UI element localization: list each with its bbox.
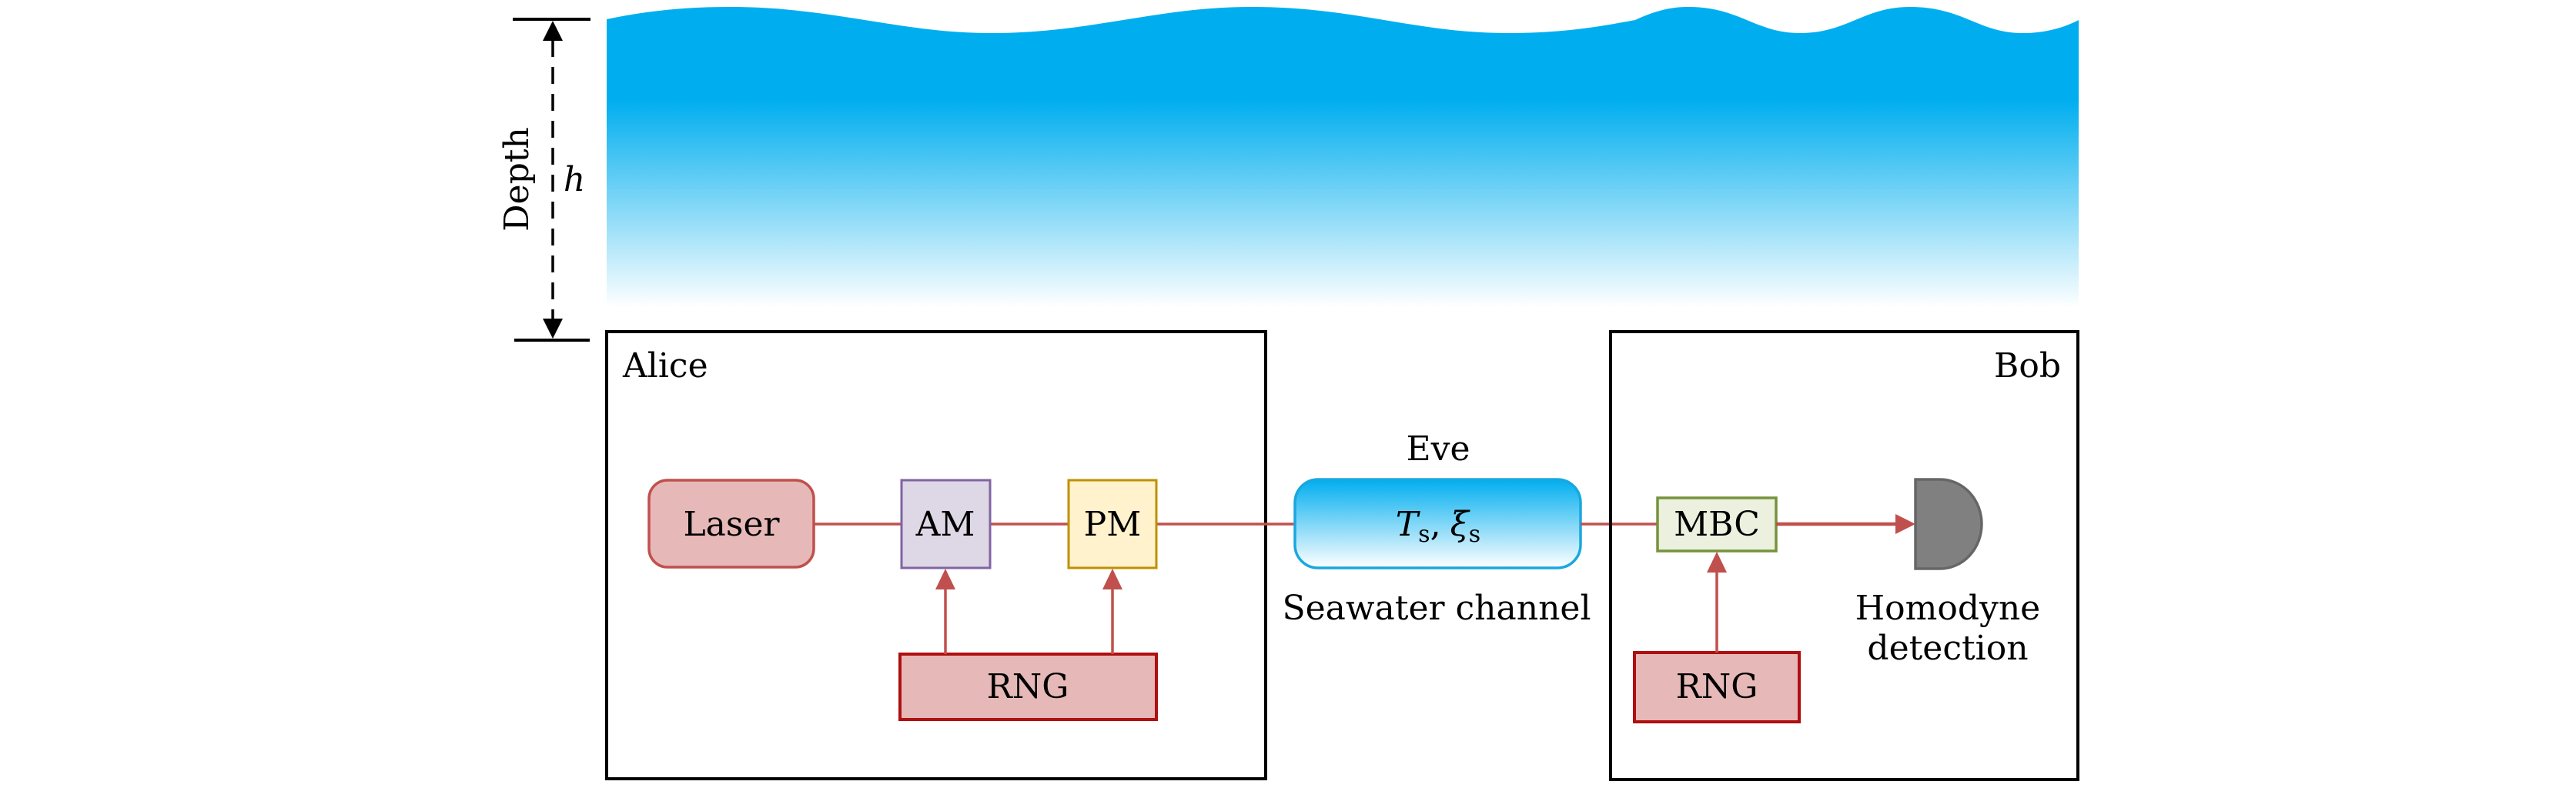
mbc-block[interactable]: MBC xyxy=(1656,496,1778,553)
param-xi-sub: s xyxy=(1469,521,1480,548)
channel-params: Ts,ξs xyxy=(1396,505,1480,548)
alice-section: Alice Laser AM PM RNG xyxy=(605,330,1295,780)
detector-icon xyxy=(1914,478,1983,570)
alice-rng-rect xyxy=(898,653,1158,721)
bob-section: Bob MBC Homodyne detection RNG xyxy=(1609,330,2079,781)
param-T-sub: s xyxy=(1418,521,1430,548)
arrow-to-am-icon xyxy=(935,569,955,589)
laser-block[interactable]: Laser xyxy=(647,479,815,569)
bob-label: Bob xyxy=(1994,346,2061,386)
mbc-label: MBC xyxy=(1674,505,1760,544)
am-block[interactable]: AM xyxy=(900,479,992,569)
seawater-channel-block[interactable]: Ts,ξs xyxy=(1293,478,1582,569)
param-xi: ξ xyxy=(1450,505,1471,544)
alice-rng-block[interactable]: RNG xyxy=(898,653,1158,721)
bob-rng-rect xyxy=(1633,651,1801,723)
bob-box xyxy=(1609,330,2079,781)
pm-block[interactable]: PM xyxy=(1067,479,1158,569)
depth-symbol: h xyxy=(564,160,585,199)
am-rect xyxy=(900,479,992,569)
channel-section: Eve Ts,ξs Seawater channel xyxy=(1282,429,1658,628)
pm-label: PM xyxy=(1084,505,1142,544)
depth-arrow-down-icon xyxy=(543,319,563,339)
am-label: AM xyxy=(915,505,975,544)
bob-rng-block[interactable]: RNG xyxy=(1633,651,1801,723)
alice-label: Alice xyxy=(622,346,708,386)
depth-label: Depth xyxy=(497,127,537,232)
param-T: T xyxy=(1396,505,1421,544)
depth-arrow-up-icon xyxy=(543,21,563,41)
arrow-to-mbc-icon xyxy=(1707,552,1727,573)
alice-box xyxy=(605,330,1267,780)
pm-rect xyxy=(1067,479,1158,569)
detector-label-line2: detection xyxy=(1867,629,2028,668)
depth-indicator: Depth h xyxy=(497,18,590,342)
homodyne-detector[interactable] xyxy=(1914,478,1983,570)
laser-rect xyxy=(647,479,815,569)
arrow-to-pm-icon xyxy=(1102,569,1122,589)
detector-label-line1: Homodyne xyxy=(1855,589,2040,628)
seawater-body xyxy=(607,7,2079,308)
param-sep: , xyxy=(1430,505,1441,544)
arrow-to-detector-icon xyxy=(1895,514,1915,534)
eve-label: Eve xyxy=(1406,429,1470,469)
alice-rng-label: RNG xyxy=(987,667,1069,706)
bob-rng-label: RNG xyxy=(1676,667,1758,706)
laser-label: Laser xyxy=(683,505,780,544)
seawater-channel-label: Seawater channel xyxy=(1282,589,1591,628)
